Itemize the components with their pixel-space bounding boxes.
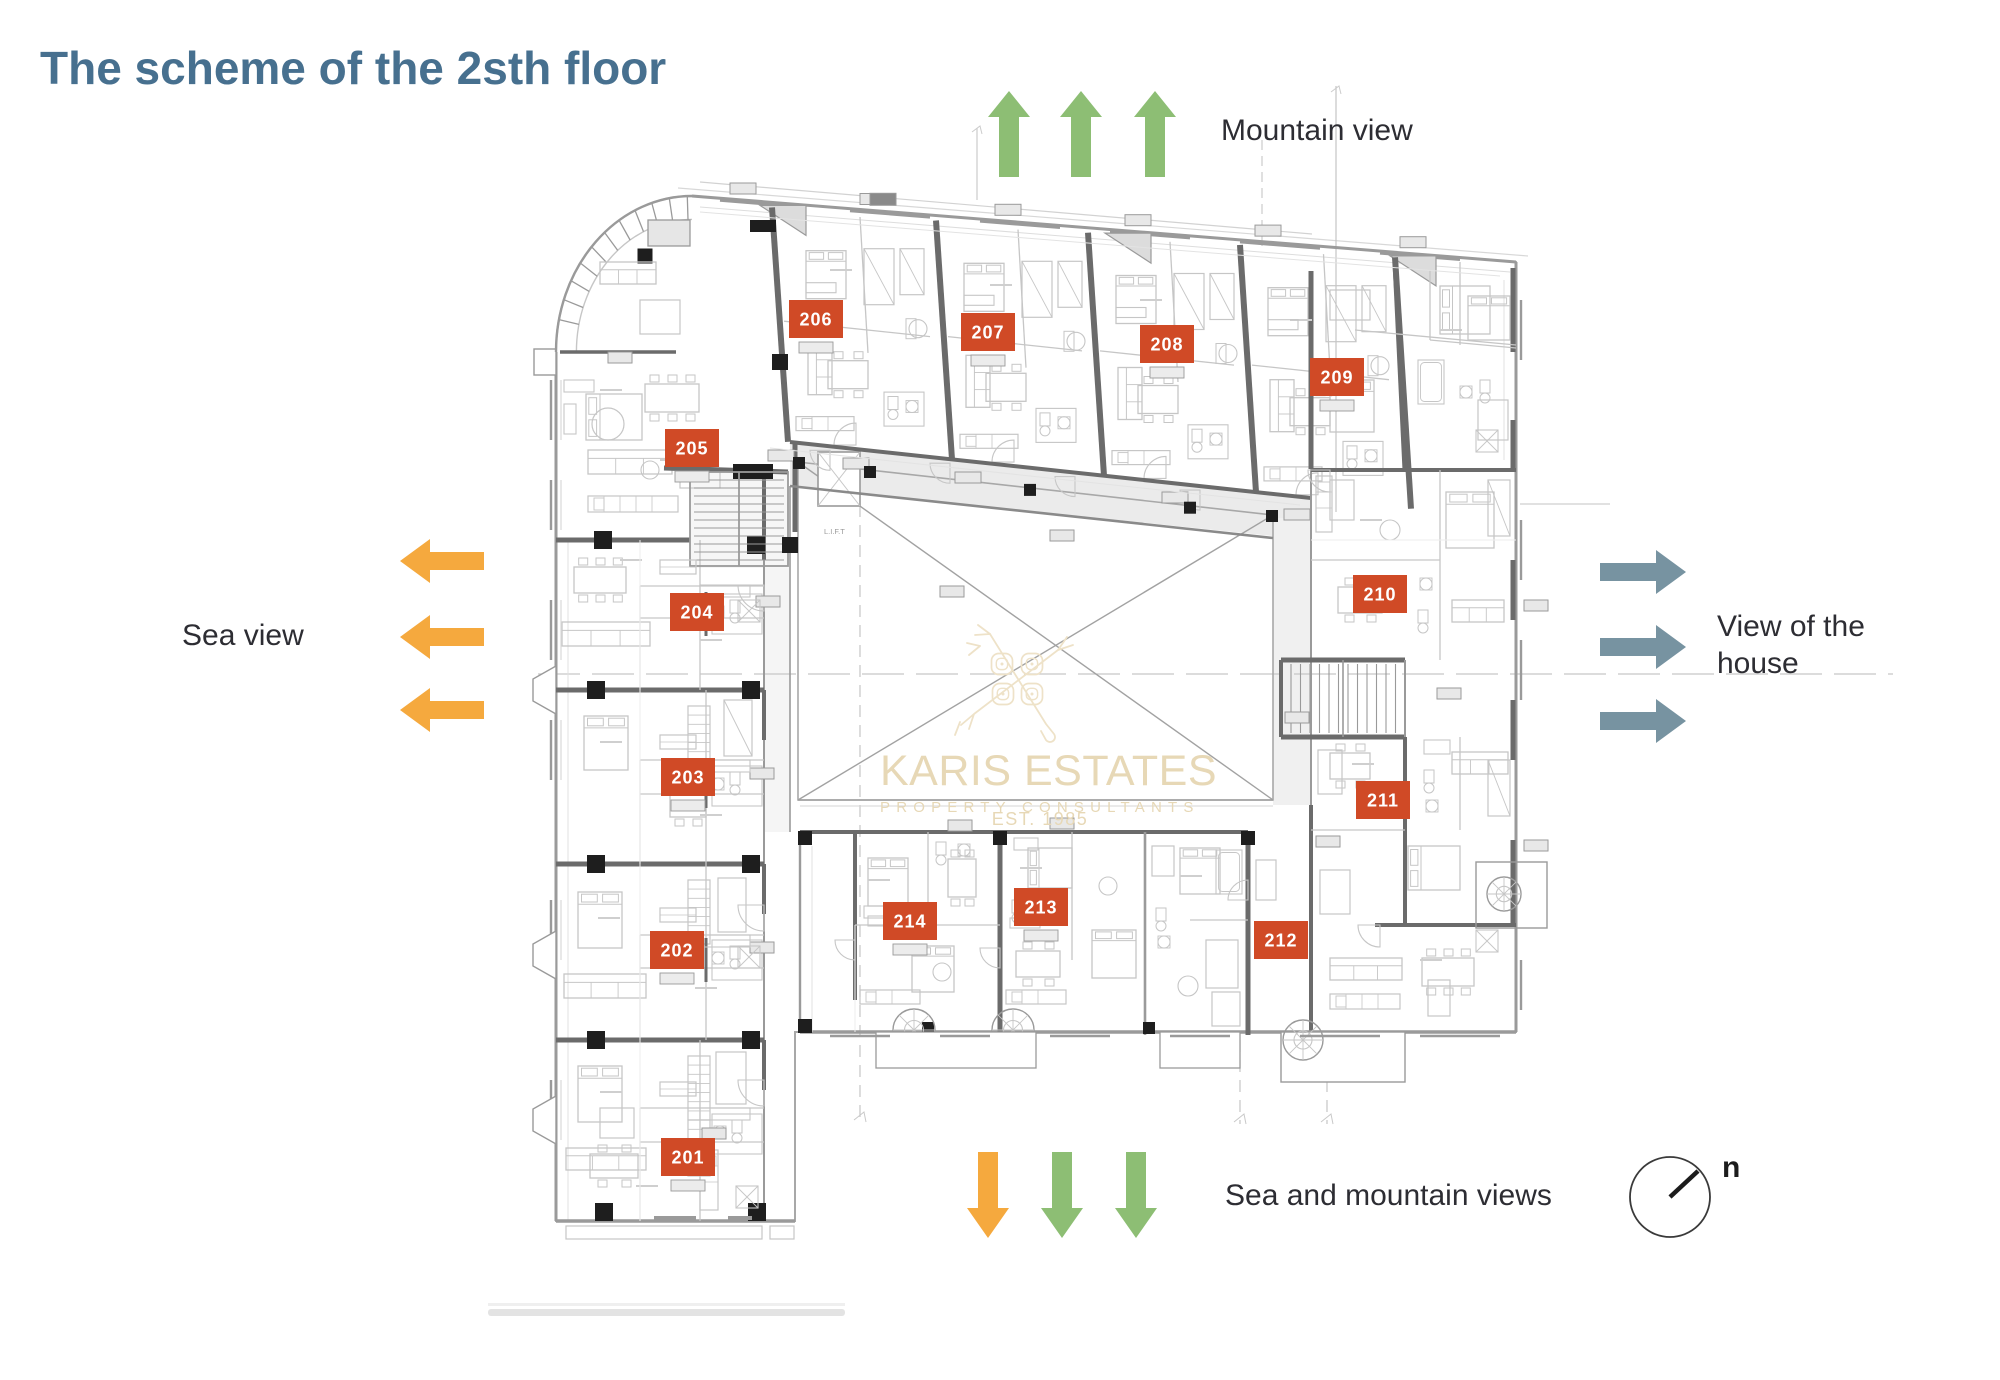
svg-text:KARIS ESTATES: KARIS ESTATES [880, 747, 1217, 795]
svg-text:EST. 1985: EST. 1985 [992, 809, 1089, 829]
svg-text:205: 205 [675, 439, 708, 459]
svg-text:207: 207 [971, 323, 1004, 343]
svg-text:208: 208 [1150, 335, 1183, 355]
svg-text:house: house [1717, 647, 1799, 680]
svg-text:View of the: View of the [1717, 610, 1865, 643]
svg-text:206: 206 [799, 310, 832, 330]
svg-text:210: 210 [1363, 585, 1396, 605]
svg-text:L.I.F.T: L.I.F.T [824, 527, 845, 536]
svg-text:202: 202 [660, 941, 693, 961]
svg-text:214: 214 [893, 912, 926, 932]
svg-text:213: 213 [1024, 898, 1057, 918]
svg-text:203: 203 [671, 768, 704, 788]
svg-text:Mountain view: Mountain view [1221, 114, 1413, 147]
svg-text:n: n [1722, 1151, 1740, 1184]
svg-text:211: 211 [1367, 791, 1399, 811]
svg-text:Sea view: Sea view [182, 619, 304, 652]
svg-text:PROPERTY CONSULTANTS: PROPERTY CONSULTANTS [880, 799, 1200, 816]
svg-text:209: 209 [1320, 368, 1353, 388]
svg-text:201: 201 [671, 1148, 704, 1168]
svg-text:204: 204 [680, 603, 713, 623]
svg-text:212: 212 [1264, 931, 1297, 951]
svg-text:The scheme of the 2sth floor: The scheme of the 2sth floor [40, 42, 666, 94]
svg-text:Sea and mountain views: Sea and mountain views [1225, 1179, 1552, 1212]
